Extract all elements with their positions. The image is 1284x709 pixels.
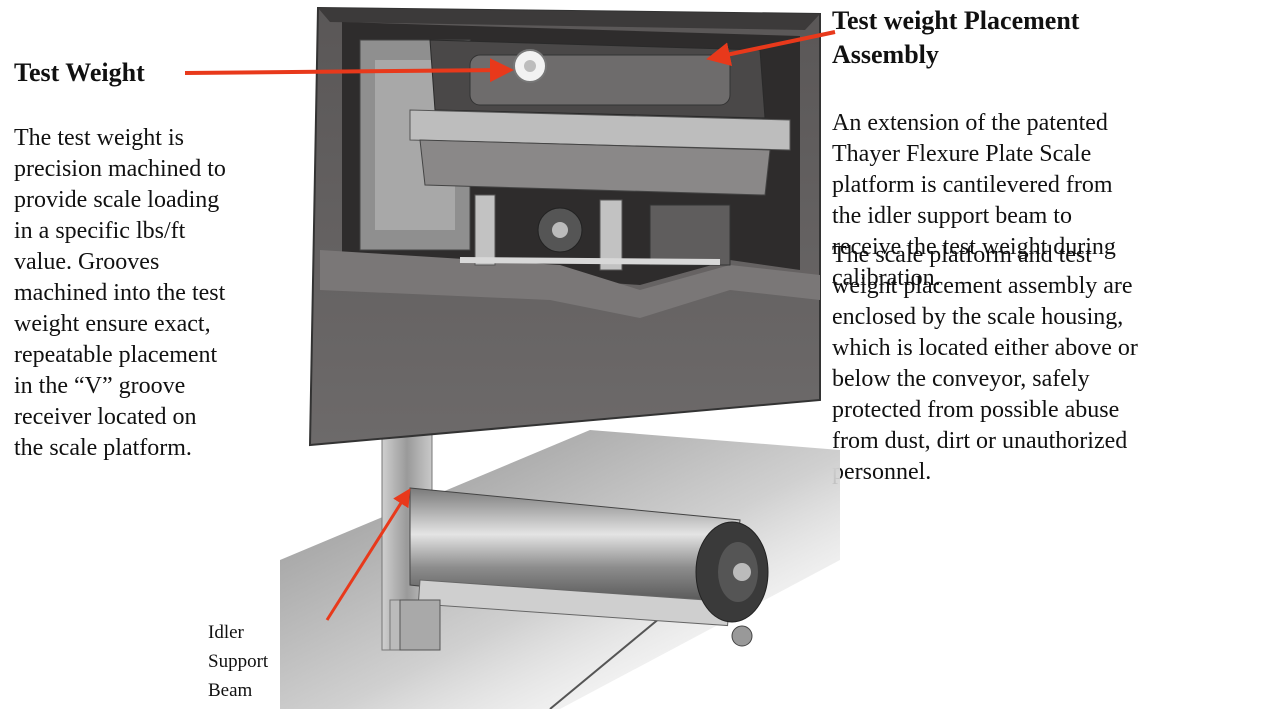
placement-assembly-heading: Test weight Placement Assembly [832,6,1080,69]
scale-housing-description: The scale platform and test weight place… [832,242,1138,485]
scale-platform-mechanism [359,39,791,271]
placement-assembly-description: An extension of the patented Thayer Flex… [832,110,1116,291]
test-weight-description: The test weight is precision machined to… [14,125,226,461]
idler-support-beam-label: Idler Support Beam [208,622,269,701]
idler-roller-assembly [399,487,769,651]
scale-machine-illustration [280,6,840,709]
test-weight-heading: Test Weight [14,58,145,87]
test-weight-knob [513,49,547,83]
